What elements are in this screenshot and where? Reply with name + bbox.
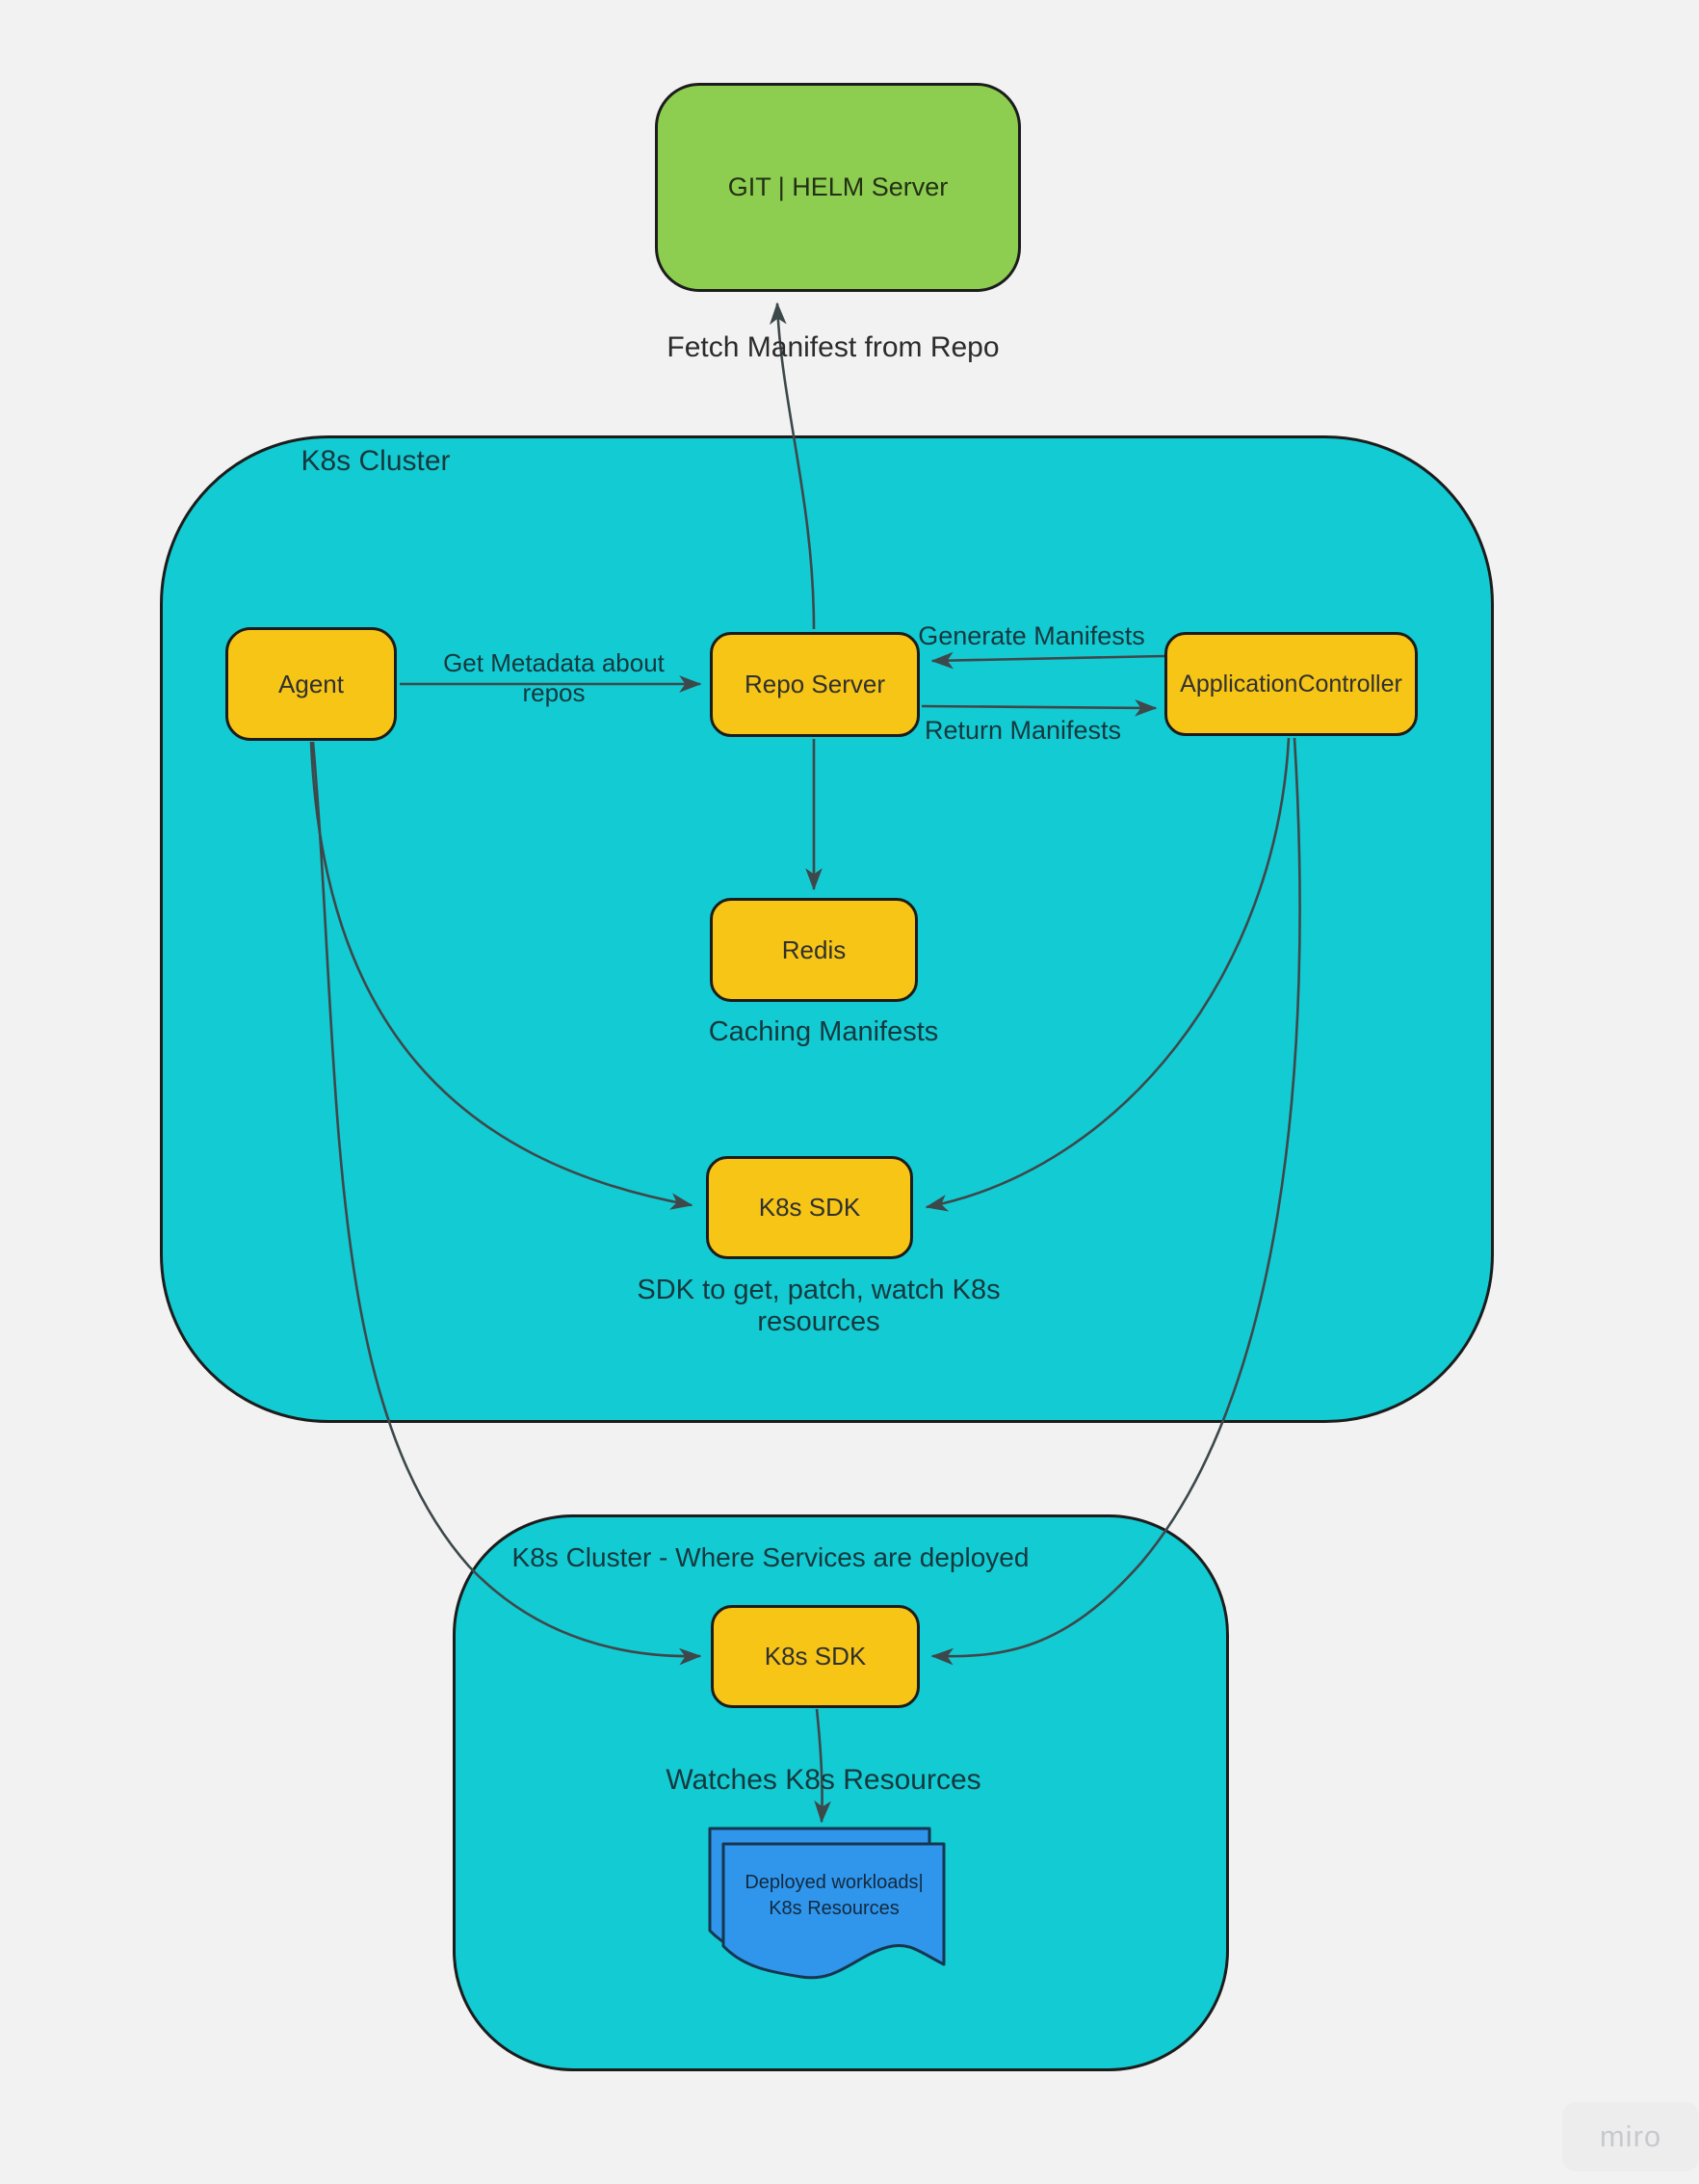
miro-watermark: miro: [1562, 2102, 1699, 2171]
label-watches-resources[interactable]: Watches K8s Resources: [666, 1764, 981, 1796]
connector-sdk2-to-workloads: [814, 1708, 831, 1824]
connector-agent-to-sdk1: [309, 741, 693, 1210]
node-application-controller[interactable]: ApplicationController: [1164, 632, 1418, 736]
deployed-workloads-line1: Deployed workloads|: [745, 1872, 924, 1893]
node-git-helm-server-label: GIT | HELM Server: [727, 172, 949, 201]
label-return-manifests[interactable]: Return Manifests: [924, 716, 1122, 745]
deployed-workloads-document-shape[interactable]: [708, 1827, 946, 1980]
cluster-deploy-title[interactable]: K8s Cluster - Where Services are deploye…: [511, 1542, 1030, 1572]
node-k8s-sdk-deploy[interactable]: K8s SDK: [711, 1605, 920, 1708]
label-caching-manifests[interactable]: Caching Manifests: [708, 1016, 939, 1047]
connector-appctrl-to-sdk1: [925, 737, 1291, 1212]
node-application-controller-label: ApplicationController: [1180, 670, 1402, 697]
miro-watermark-label: miro: [1599, 2119, 1662, 2153]
label-generate-manifests[interactable]: Generate Manifests: [918, 621, 1145, 650]
node-redis-label: Redis: [781, 934, 847, 964]
deployed-workloads-text[interactable]: Deployed workloads| K8s Resources: [730, 1870, 938, 1922]
node-k8s-sdk-deploy-label: K8s SDK: [764, 1642, 867, 1671]
connector-appctrl-to-repo: [930, 651, 1165, 670]
connector-appctrl-to-sdk2: [930, 737, 1301, 1666]
deployed-workloads-line2: K8s Resources: [769, 1898, 900, 1919]
label-fetch-manifest[interactable]: Fetch Manifest from Repo: [667, 331, 1000, 363]
connector-agent-to-sdk2: [311, 741, 702, 1666]
node-agent[interactable]: Agent: [225, 627, 397, 741]
cluster-main-title[interactable]: K8s Cluster: [301, 445, 451, 477]
node-k8s-sdk-main-label: K8s SDK: [758, 1193, 861, 1222]
label-sdk-caption[interactable]: SDK to get, patch, watch K8s resources: [637, 1275, 1001, 1337]
connector-repo-to-appctrl: [921, 698, 1158, 717]
node-repo-server[interactable]: Repo Server: [710, 632, 920, 737]
node-git-helm-server[interactable]: GIT | HELM Server: [655, 83, 1021, 292]
node-redis[interactable]: Redis: [710, 898, 918, 1002]
label-get-metadata[interactable]: Get Metadata about repos: [443, 648, 665, 707]
node-repo-server-label: Repo Server: [745, 670, 885, 698]
node-agent-label: Agent: [278, 669, 344, 698]
document-front-page: [721, 1842, 946, 1980]
connector-repo-to-git: [770, 302, 816, 630]
node-k8s-sdk-main[interactable]: K8s SDK: [706, 1156, 913, 1259]
